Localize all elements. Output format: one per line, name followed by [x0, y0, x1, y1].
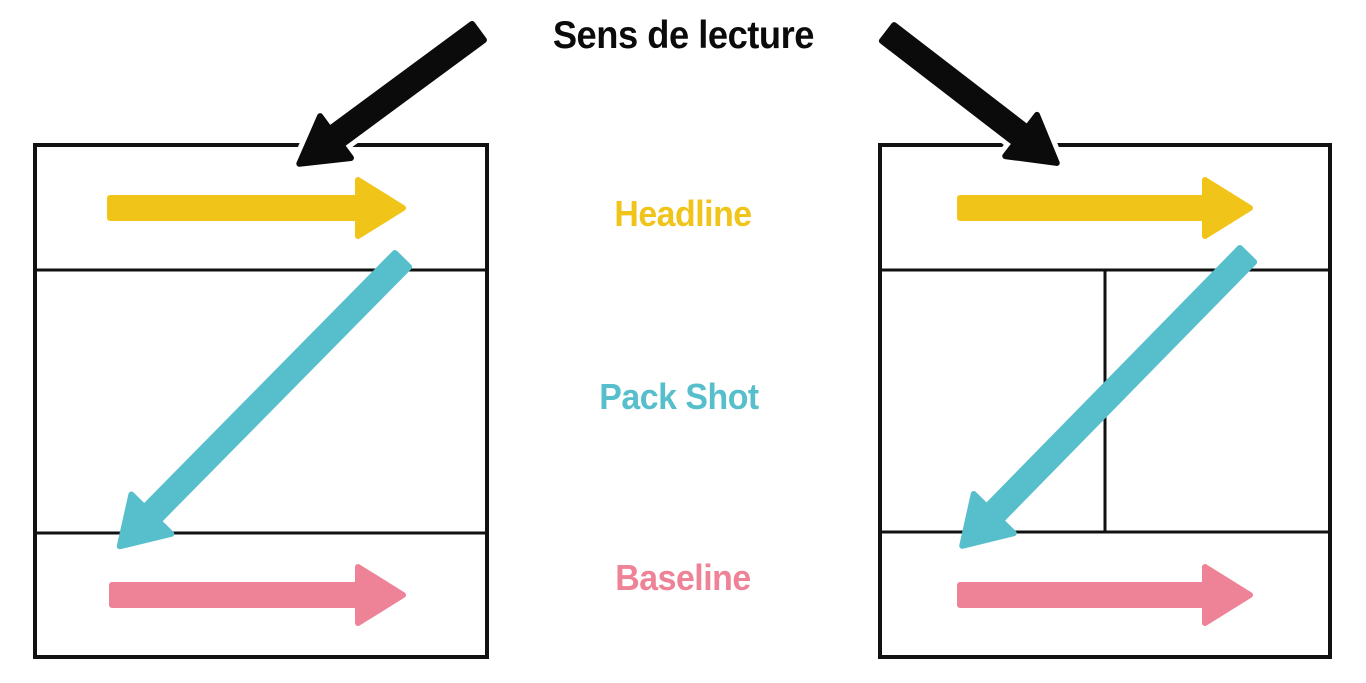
headline-label: Headline	[610, 193, 756, 235]
left-layout-wireframe	[33, 143, 489, 659]
left-headline-arrow-icon	[107, 177, 406, 239]
left-layout-frame	[33, 143, 489, 659]
headline-label-text: Headline	[614, 193, 752, 234]
pack-shot-label: Pack Shot	[594, 376, 764, 418]
right-baseline-arrow-icon	[957, 564, 1253, 626]
page-title-text: Sens de lecture	[552, 14, 814, 57]
left-pack-shot-diagonal-arrow-icon	[116, 249, 413, 550]
right-layout-frame	[878, 143, 1332, 659]
baseline-label: Baseline	[611, 557, 755, 599]
left-baseline-arrow-icon	[109, 564, 406, 626]
right-headline-arrow-icon	[957, 177, 1253, 239]
baseline-label-text: Baseline	[615, 557, 751, 598]
right-layout-wireframe	[878, 143, 1332, 659]
right-pack-shot-diagonal-arrow-icon	[959, 245, 1258, 549]
left-pointer-arrow-icon	[296, 20, 487, 167]
right-pointer-arrow-icon	[878, 22, 1060, 166]
page-title: Sens de lecture	[0, 14, 1366, 58]
pack-shot-label-text: Pack Shot	[599, 376, 759, 417]
